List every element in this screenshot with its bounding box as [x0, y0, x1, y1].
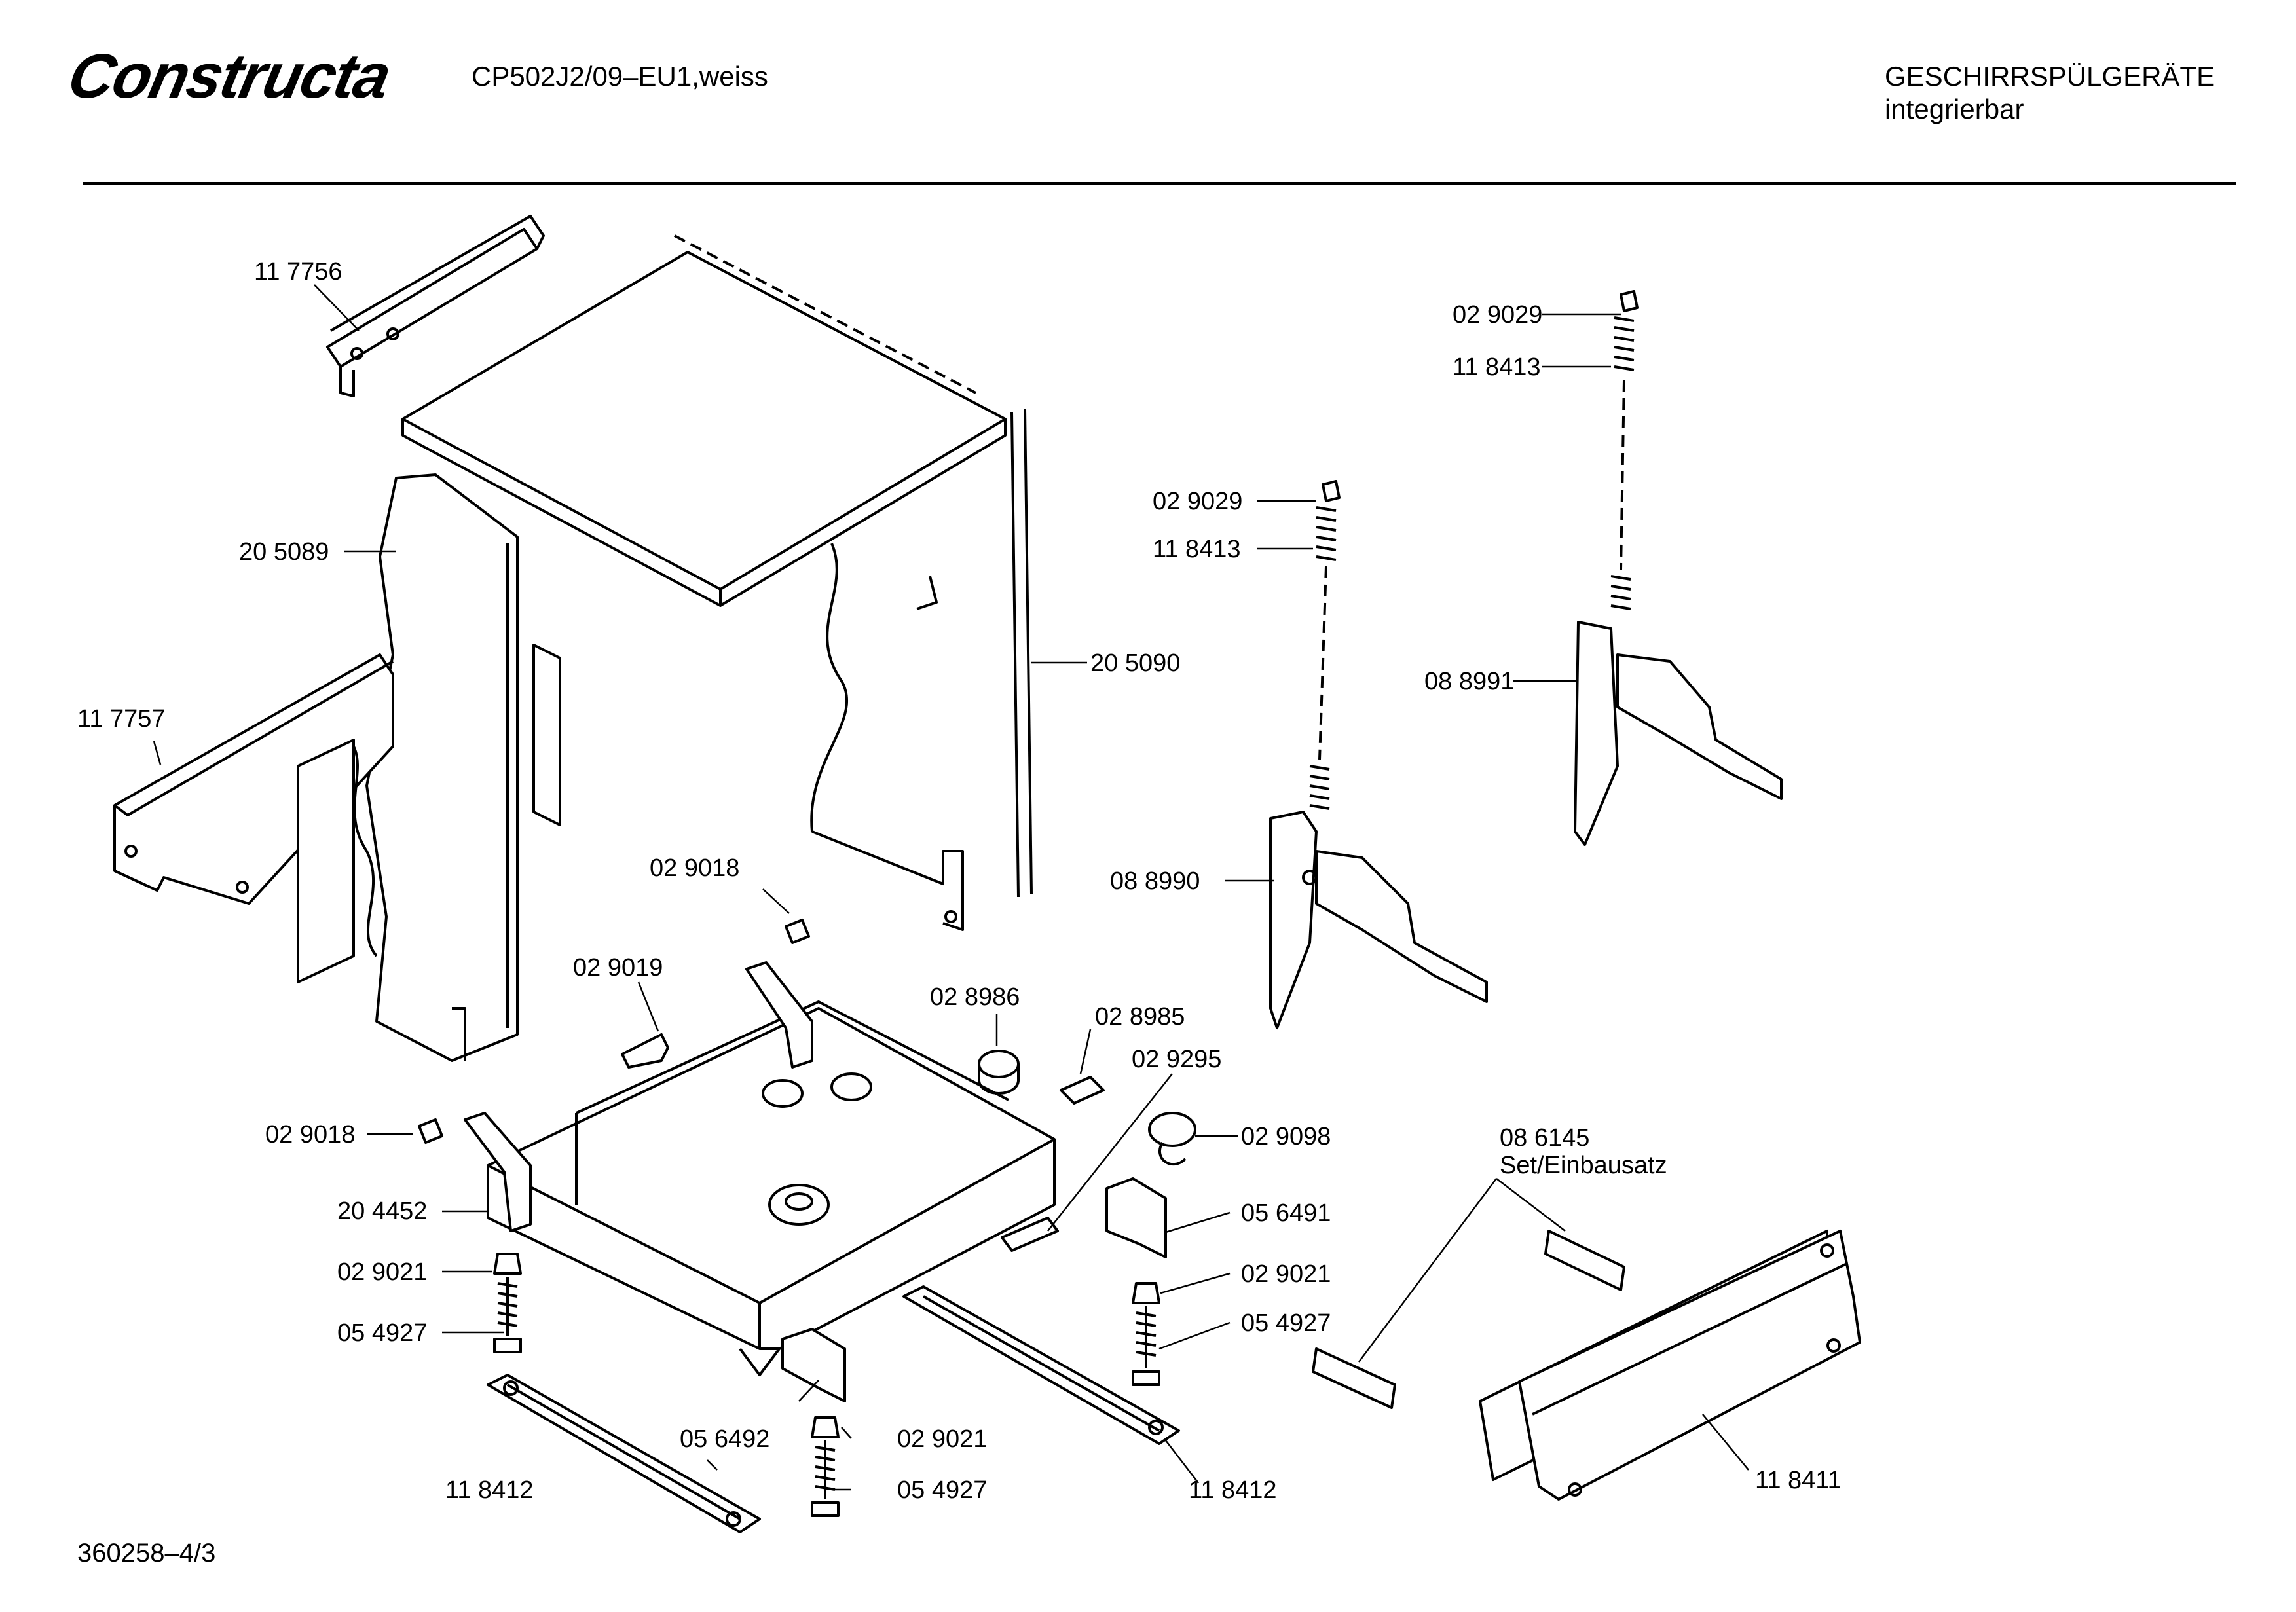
label-028986: 02 8986: [930, 983, 1020, 1011]
part-bracket-056492: [781, 1328, 846, 1402]
header-divider: [83, 182, 2236, 185]
part-foot-center: [811, 1416, 840, 1517]
label-118412-left: 11 8412: [445, 1476, 534, 1504]
label-029021-right: 02 9021: [1241, 1260, 1331, 1288]
part-foot-left: [493, 1253, 522, 1353]
label-117757: 11 7757: [77, 705, 166, 733]
document-number: 360258–4/3: [77, 1539, 216, 1567]
label-056491: 05 6491: [1241, 1200, 1331, 1227]
part-connector-029295: [1001, 1217, 1059, 1252]
part-bracket-056491: [1105, 1177, 1167, 1258]
category-title: GESCHIRRSPÜLGERÄTE: [1885, 61, 2215, 92]
label-056492: 05 6492: [680, 1425, 769, 1453]
label-029098: 02 9098: [1241, 1123, 1331, 1150]
part-clip-029018b: [418, 1118, 443, 1144]
label-204452: 20 4452: [337, 1198, 427, 1225]
part-top-panel: [401, 234, 1007, 607]
label-118412-right: 11 8412: [1189, 1476, 1277, 1504]
label-088991: 08 8991: [1424, 668, 1514, 695]
part-foot-right: [1132, 1282, 1160, 1386]
label-118413-left: 11 8413: [1153, 536, 1241, 563]
category-subtitle: integrierbar: [1885, 94, 2024, 124]
part-strip-right: [902, 1285, 1180, 1445]
part-bracket-029019: [621, 1033, 669, 1069]
part-switch-028985: [1060, 1076, 1105, 1105]
label-029029-left: 02 9029: [1153, 488, 1242, 515]
label-088990: 08 8990: [1110, 868, 1200, 895]
label-117756: 11 7756: [254, 258, 343, 285]
label-054927-left: 05 4927: [337, 1319, 427, 1347]
label-029018-left: 02 9018: [265, 1121, 355, 1148]
part-top-rail: [326, 215, 545, 397]
label-086145: 08 6145: [1500, 1124, 1589, 1152]
part-left-rail: [113, 653, 394, 983]
label-054927-right: 05 4927: [1241, 1310, 1331, 1337]
label-118413-right: 11 8413: [1453, 354, 1541, 381]
label-205089: 20 5089: [239, 538, 329, 566]
part-rear-panel: [810, 409, 1033, 931]
part-strip-left: [487, 1374, 761, 1533]
label-029029-right: 02 9029: [1453, 301, 1542, 329]
label-029021-left: 02 9021: [337, 1258, 427, 1286]
label-054927-center: 05 4927: [897, 1476, 987, 1504]
part-base-frame: [464, 961, 1056, 1376]
part-capacitor-029098: [1148, 1112, 1196, 1166]
part-set-086145: [1312, 1230, 1625, 1409]
part-plinth-board: [1479, 1230, 1861, 1501]
part-hinge-088990: [1269, 480, 1488, 1029]
label-029295: 02 9295: [1132, 1046, 1221, 1073]
part-hinge-088991: [1574, 290, 1783, 846]
part-small-clip-029018a: [785, 919, 810, 944]
part-cap-028986: [978, 1050, 1020, 1095]
part-left-side-panel: [365, 473, 561, 1062]
label-029019: 02 9019: [573, 954, 663, 981]
label-205090: 20 5090: [1090, 650, 1180, 677]
label-028985: 02 8985: [1095, 1003, 1185, 1031]
label-029018-top: 02 9018: [650, 854, 739, 882]
label-029021-center: 02 9021: [897, 1425, 987, 1453]
label-118411: 11 8411: [1755, 1467, 1842, 1494]
label-set-einbausatz: Set/Einbausatz: [1500, 1152, 1667, 1179]
model-number: CP502J2/09–EU1,weiss: [472, 61, 768, 92]
leader-lines: [153, 284, 1749, 1491]
